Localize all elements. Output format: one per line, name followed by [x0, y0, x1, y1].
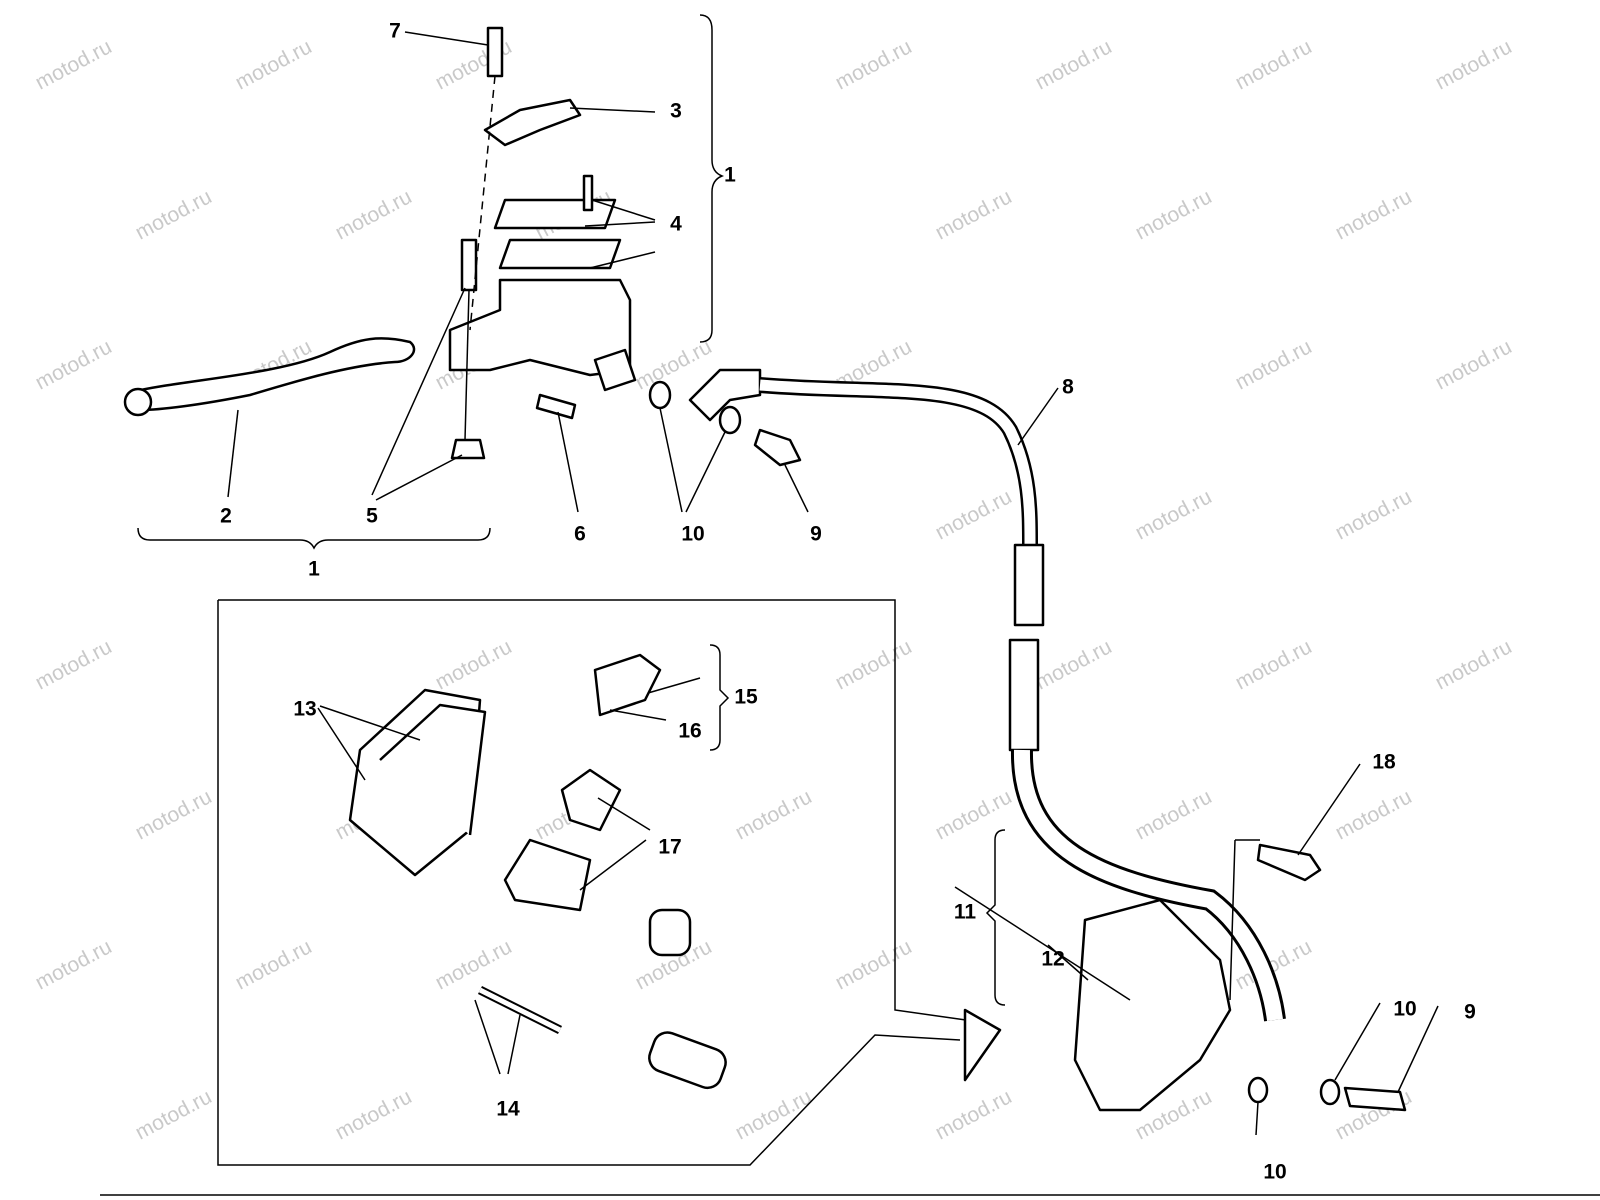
callout-3: 3	[670, 100, 682, 123]
brace-top	[699, 14, 725, 343]
brace-11	[985, 829, 1006, 1006]
cap-screw	[582, 174, 594, 212]
watermark-text: motod.ru	[32, 935, 116, 994]
callout-labels: 7 3 1 4 2 5 6 10 9 8 1 13 15 16 17 11 12…	[220, 20, 1476, 1184]
watermark-text: motod.ru	[1232, 335, 1316, 394]
watermark-text: motod.ru	[332, 1085, 416, 1144]
watermark-text: motod.ru	[1332, 485, 1416, 544]
callout-5: 5	[366, 505, 378, 528]
callout-6: 6	[574, 523, 586, 546]
callout-9-top: 9	[810, 523, 822, 546]
callout-13: 13	[293, 698, 316, 721]
washer	[648, 380, 672, 410]
watermark-text: motod.ru	[1132, 785, 1216, 844]
callout-10-right: 10	[1393, 998, 1416, 1021]
master-cylinder-assembly	[123, 26, 802, 467]
watermark-text: motod.ru	[332, 185, 416, 244]
caliper-bolt	[1256, 843, 1322, 882]
clamp-bolt	[486, 26, 504, 78]
watermark-text: motod.ru	[832, 935, 916, 994]
watermark-text: motod.ru	[1432, 635, 1516, 694]
washer	[1247, 1076, 1269, 1104]
banjo-bolt	[1343, 1086, 1407, 1112]
clamp	[483, 98, 582, 147]
watermark-text: motod.ru	[32, 335, 116, 394]
bleeder	[593, 653, 662, 717]
brake-hose	[759, 377, 1286, 1022]
callout-15: 15	[734, 686, 758, 709]
callout-4: 4	[670, 213, 682, 236]
cylinder-outlet	[593, 348, 637, 392]
inset-frame	[217, 599, 981, 1166]
watermark-text: motod.ru	[1032, 35, 1116, 94]
watermark-text: motod.ru	[1232, 635, 1316, 694]
pin-boot	[648, 1031, 727, 1090]
callout-2: 2	[220, 505, 232, 528]
callout-7: 7	[389, 20, 401, 43]
watermark-text: motod.ru	[1432, 335, 1516, 394]
callout-10-bottom: 10	[1263, 1161, 1286, 1184]
lever-ball-end	[123, 387, 153, 417]
watermark-text: motod.ru	[832, 635, 916, 694]
brake-pad-plate	[379, 703, 487, 836]
callout-16: 16	[678, 720, 701, 743]
watermark-text: motod.ru	[132, 785, 216, 844]
watermark-text: motod.ru	[732, 1085, 816, 1144]
brace-bottom	[137, 527, 491, 550]
brake-caliper	[1073, 898, 1232, 1112]
watermark-text: motod.ru	[1132, 185, 1216, 244]
watermark-text: motod.ru	[132, 185, 216, 244]
watermark-text: motod.ru	[932, 785, 1016, 844]
brake-light-switch	[535, 393, 577, 420]
brake-lever	[130, 337, 416, 412]
reservoir-cap	[493, 198, 617, 230]
watermark-text: motod.ru	[1232, 35, 1316, 94]
watermark-text: motod.ru	[232, 935, 316, 994]
callout-10-top: 10	[681, 523, 704, 546]
pad-spring	[560, 768, 622, 832]
watermark-text: motod.ru	[732, 785, 816, 844]
watermark-text: motod.ru	[432, 635, 516, 694]
watermark-text: motod.ru	[1432, 35, 1516, 94]
callout-1-bottom: 1	[308, 558, 320, 581]
pad-retainer	[503, 838, 592, 912]
watermark-text: motod.ru	[1332, 785, 1416, 844]
boot	[648, 908, 692, 957]
pivot-bolt	[460, 238, 478, 292]
callout-14: 14	[496, 1098, 520, 1121]
watermark-text: motod.ru	[232, 35, 316, 94]
pivot-nut	[450, 438, 486, 460]
watermark-text: motod.ru	[32, 35, 116, 94]
watermark-text: motod.ru	[932, 1085, 1016, 1144]
watermark-layer: motod.ru motod.ru motod.ru motod.ru motod.ru…	[32, 35, 1516, 1144]
watermark-text: motod.ru	[32, 635, 116, 694]
callout-18: 18	[1372, 751, 1396, 774]
callout-9-right: 9	[1464, 1001, 1476, 1024]
watermark-text: motod.ru	[932, 185, 1016, 244]
washer	[1319, 1078, 1341, 1106]
leader-lines	[227, 31, 1439, 1136]
inset-arrow	[963, 1008, 1002, 1082]
banjo-fitting	[688, 368, 762, 422]
watermark-text: motod.ru	[432, 935, 516, 994]
watermark-text: motod.ru	[1032, 635, 1116, 694]
watermark-text: motod.ru	[1332, 185, 1416, 244]
callout-8: 8	[1062, 376, 1074, 399]
watermark-text: motod.ru	[132, 1085, 216, 1144]
callout-11: 11	[954, 901, 977, 924]
watermark-text: motod.ru	[832, 35, 916, 94]
washer	[718, 405, 742, 435]
brace-15	[709, 644, 730, 751]
callout-17: 17	[658, 836, 681, 859]
watermark-text: motod.ru	[932, 485, 1016, 544]
banjo-bolt	[753, 428, 802, 467]
callout-12: 12	[1041, 948, 1064, 971]
reservoir-gasket	[498, 238, 622, 270]
watermark-text: motod.ru	[1132, 485, 1216, 544]
callout-1-top: 1	[724, 164, 736, 187]
